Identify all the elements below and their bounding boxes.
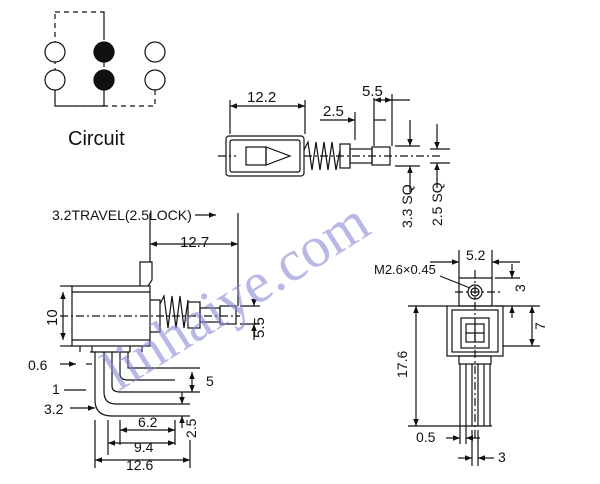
dim-side-height: 10	[44, 309, 61, 326]
side-spring	[159, 293, 189, 329]
dim-side-5-5: 5.5	[251, 317, 268, 338]
dim-top-sq2: 2.5 SQ	[429, 182, 445, 226]
side-bracket	[139, 261, 153, 287]
dim-side-5: 5	[206, 373, 214, 389]
dim-side-2-5: 2.5	[183, 418, 199, 438]
common-terminal	[93, 69, 115, 91]
front-button	[460, 317, 490, 349]
thread-label: M2.6×0.45	[374, 262, 436, 277]
dim-top-length: 12.2	[247, 89, 276, 106]
dim-side-3-2: 3.2	[44, 401, 64, 417]
dim-front-3-top: 3	[512, 284, 528, 292]
dim-front-3-bot: 3	[498, 449, 506, 465]
dim-top-spring: 2.5	[323, 103, 344, 120]
dim-side-12-7: 12.7	[180, 234, 209, 251]
dim-side-1: 1	[52, 381, 60, 397]
travel-label: 3.2TRAVEL(2.5LOCK)	[52, 207, 192, 223]
front-view-drawing	[408, 250, 540, 466]
dim-top-sq1: 3.3 SQ	[399, 184, 415, 228]
common-terminal	[93, 41, 115, 63]
circuit-diagram	[44, 11, 166, 107]
dim-front-5-2: 5.2	[466, 247, 486, 263]
front-pins	[459, 364, 491, 426]
dim-front-7: 7	[532, 322, 548, 330]
dim-side-9-4: 9.4	[134, 439, 154, 455]
circuit-label: Circuit	[68, 128, 125, 150]
dim-front-17-6: 17.6	[394, 351, 410, 378]
terminal-circle	[144, 41, 166, 63]
dim-front-0-5: 0.5	[416, 429, 436, 445]
side-pin	[94, 352, 175, 417]
side-view-drawing	[60, 212, 260, 468]
thread-leader	[439, 275, 471, 289]
dim-side-6-2: 6.2	[138, 414, 158, 430]
terminal-circle	[144, 69, 166, 91]
top-view-drawing	[218, 94, 450, 192]
dim-side-0-6: 0.6	[28, 357, 48, 373]
terminal-circle	[44, 41, 66, 63]
side-shaft	[219, 305, 237, 325]
top-body	[225, 135, 305, 177]
dim-top-tip: 5.5	[362, 83, 383, 100]
terminal-circle	[44, 69, 66, 91]
dim-side-12-6: 12.6	[126, 457, 153, 473]
